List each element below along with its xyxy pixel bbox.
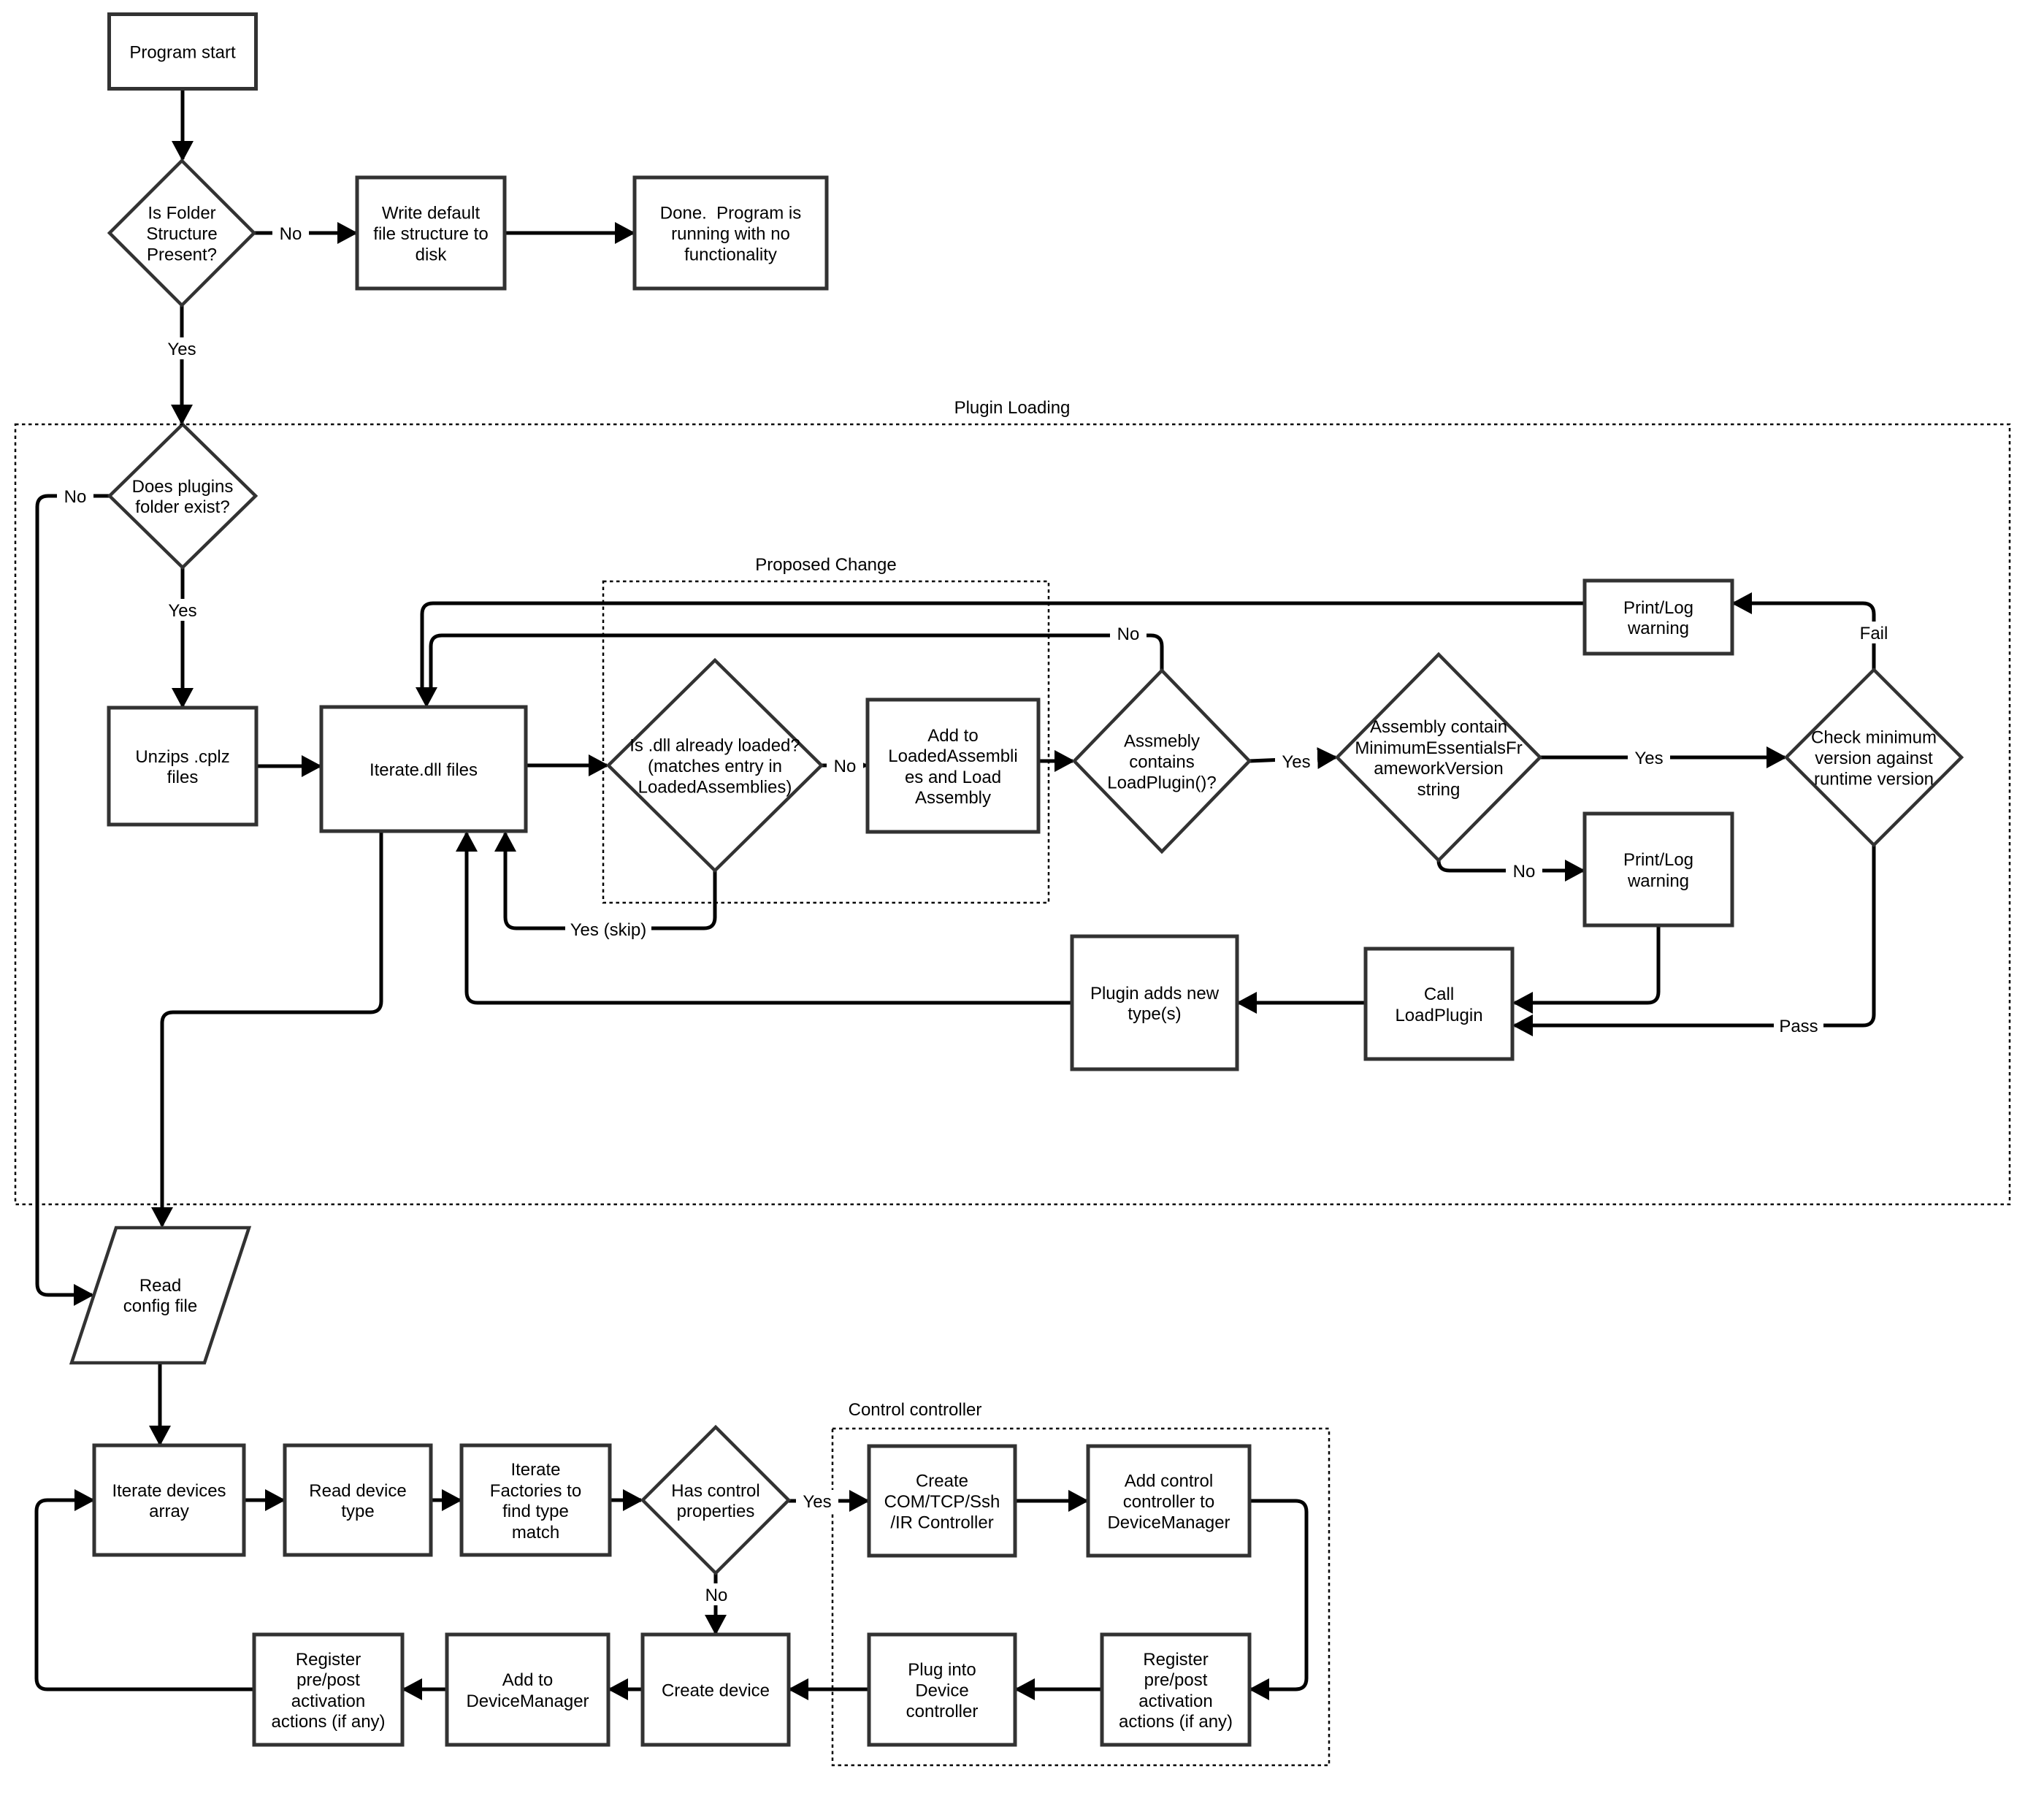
svg-text:LoadedAssembli: LoadedAssembli <box>888 746 1017 766</box>
svg-text:Is .dll already loaded?: Is .dll already loaded? <box>629 736 800 756</box>
svg-text:ameworkVersion: ameworkVersion <box>1374 759 1503 779</box>
svg-text:Yes: Yes <box>803 1492 831 1512</box>
svg-text:Assembly: Assembly <box>915 788 991 808</box>
svg-text:Print/Log: Print/Log <box>1623 850 1693 870</box>
svg-text:No: No <box>280 224 302 244</box>
svg-text:Add to: Add to <box>927 726 978 746</box>
svg-text:Fail: Fail <box>1860 624 1888 643</box>
svg-text:type: type <box>341 1502 374 1521</box>
svg-text:Create: Create <box>916 1472 968 1491</box>
svg-text:Done. Program is: Done. Program is <box>660 204 801 223</box>
svg-text:Register: Register <box>1143 1650 1208 1670</box>
svg-text:disk: disk <box>416 245 448 265</box>
svg-text:actions (if any): actions (if any) <box>271 1712 385 1732</box>
svg-text:LoadPlugin: LoadPlugin <box>1395 1006 1482 1025</box>
svg-text:No: No <box>1513 862 1536 882</box>
svg-text:Assembly contain: Assembly contain <box>1370 717 1507 737</box>
svg-text:properties: properties <box>677 1502 755 1521</box>
svg-text:Has control: Has control <box>671 1481 759 1501</box>
svg-text:Iterate devices: Iterate devices <box>112 1481 226 1501</box>
svg-text:files: files <box>167 768 199 787</box>
svg-text:Plug into: Plug into <box>908 1660 976 1680</box>
svg-text:Proposed Change: Proposed Change <box>755 555 896 575</box>
svg-text:contains: contains <box>1129 752 1194 772</box>
svg-text:Factories to: Factories to <box>490 1481 581 1501</box>
svg-text:Iterate.dll files: Iterate.dll files <box>370 760 478 780</box>
svg-text:Iterate: Iterate <box>510 1460 560 1480</box>
svg-text:DeviceManager: DeviceManager <box>466 1691 589 1711</box>
svg-text:controller to: controller to <box>1123 1492 1214 1512</box>
svg-text:folder exist?: folder exist? <box>135 497 229 517</box>
svg-text:actions (if any): actions (if any) <box>1119 1712 1233 1732</box>
svg-text:Assmebly: Assmebly <box>1124 732 1200 752</box>
svg-text:pre/post: pre/post <box>296 1670 360 1690</box>
svg-text:Does plugins: Does plugins <box>132 477 234 497</box>
svg-text:Read: Read <box>139 1276 181 1296</box>
svg-text:Pass: Pass <box>1779 1017 1818 1036</box>
svg-text:Read device: Read device <box>309 1481 406 1501</box>
svg-text:Program start: Program start <box>129 43 236 63</box>
svg-text:Is Folder: Is Folder <box>148 204 215 223</box>
svg-text:Present?: Present? <box>147 245 217 265</box>
svg-text:Check minimum: Check minimum <box>1811 728 1937 748</box>
svg-text:running with no: running with no <box>671 224 790 244</box>
svg-text:Plugin Loading: Plugin Loading <box>954 398 1071 418</box>
svg-text:controller: controller <box>906 1702 979 1721</box>
svg-text:version against: version against <box>1815 749 1933 768</box>
svg-text:Structure: Structure <box>146 224 217 244</box>
svg-text:warning: warning <box>1627 619 1689 638</box>
svg-text:LoadedAssemblies): LoadedAssemblies) <box>638 778 792 798</box>
svg-text:MinimumEssentialsFr: MinimumEssentialsFr <box>1355 738 1522 758</box>
svg-text:No: No <box>705 1586 728 1605</box>
svg-text:No: No <box>64 487 87 507</box>
svg-text:functionality: functionality <box>684 245 777 265</box>
svg-text:(matches entry in: (matches entry in <box>648 757 782 776</box>
svg-text:find type: find type <box>502 1502 569 1521</box>
svg-text:Yes (skip): Yes (skip) <box>570 920 646 940</box>
svg-text:runtime version: runtime version <box>1814 770 1934 790</box>
svg-text:activation: activation <box>1138 1691 1212 1711</box>
svg-text:Yes: Yes <box>168 601 196 621</box>
svg-text:Plugin adds new: Plugin adds new <box>1090 984 1220 1003</box>
svg-text:warning: warning <box>1627 871 1689 891</box>
svg-text:No: No <box>834 757 857 776</box>
svg-text:Add control: Add control <box>1125 1472 1213 1491</box>
svg-text:Control controller: Control controller <box>849 1400 982 1420</box>
svg-text:Print/Log: Print/Log <box>1623 598 1693 618</box>
svg-text:es and Load: es and Load <box>905 768 1001 787</box>
svg-text:/IR Controller: /IR Controller <box>890 1513 993 1533</box>
svg-text:Unzips .cplz: Unzips .cplz <box>135 747 229 767</box>
svg-text:Yes: Yes <box>1634 749 1663 768</box>
svg-text:config file: config file <box>123 1296 197 1316</box>
svg-text:pre/post: pre/post <box>1144 1670 1208 1690</box>
svg-text:Call: Call <box>1424 985 1454 1004</box>
svg-text:LoadPlugin()?: LoadPlugin()? <box>1107 773 1216 793</box>
svg-text:activation: activation <box>291 1691 365 1711</box>
svg-text:Add to: Add to <box>502 1670 553 1690</box>
svg-text:Yes: Yes <box>167 340 196 359</box>
svg-text:string: string <box>1417 780 1461 800</box>
svg-text:Device: Device <box>915 1681 968 1701</box>
svg-text:array: array <box>149 1502 189 1521</box>
svg-text:Register: Register <box>296 1650 361 1670</box>
svg-text:type(s): type(s) <box>1128 1004 1181 1024</box>
svg-text:Yes: Yes <box>1282 752 1310 772</box>
svg-text:Create device: Create device <box>662 1681 770 1701</box>
svg-text:match: match <box>512 1523 559 1542</box>
svg-text:DeviceManager: DeviceManager <box>1107 1513 1230 1533</box>
svg-text:file structure to: file structure to <box>373 224 488 244</box>
svg-text:No: No <box>1117 624 1140 644</box>
svg-text:Write default: Write default <box>382 204 481 223</box>
svg-text:COM/TCP/Ssh: COM/TCP/Ssh <box>884 1492 1000 1512</box>
